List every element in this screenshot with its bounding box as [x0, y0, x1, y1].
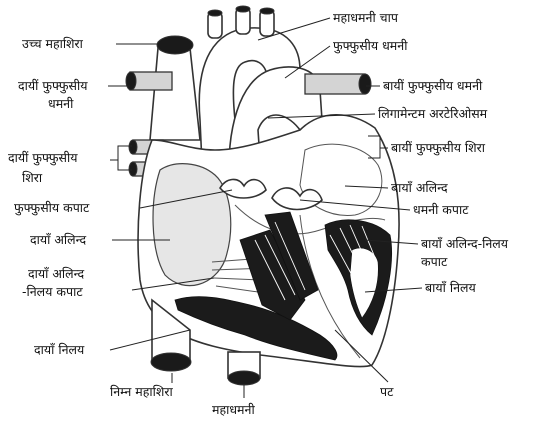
- label-right-atrium: दायाँ अलिन्द: [30, 232, 86, 247]
- label-right-pulmonary-vein-1: दायीं फुफ्फुसीय: [8, 150, 78, 166]
- left-pulmonary-artery-tube: [305, 74, 365, 94]
- label-left-pulmonary-artery: बायीं फुफ्फुसीय धमनी: [383, 78, 483, 94]
- descending-aorta-opening: [228, 371, 260, 385]
- right-pulmonary-vein-lower-opening: [129, 162, 137, 176]
- inferior-vena-cava-opening: [151, 353, 191, 371]
- label-pulmonary-valve: फुफ्फुसीय कपाट: [14, 200, 90, 216]
- label-left-av-valve-1: बायाँ अलिन्द-निलय: [421, 236, 509, 251]
- arch-branch-1-top: [208, 10, 222, 16]
- leader-right-pulmonary-vein: [110, 146, 132, 170]
- label-left-av-valve-2: कपाट: [421, 254, 448, 269]
- label-aorta: महाधमनी: [212, 402, 255, 417]
- label-aortic-arch: महाधमनी चाप: [333, 10, 399, 25]
- label-left-atrium: बायाँ अलिन्द: [391, 180, 448, 195]
- left-pulmonary-artery-opening: [359, 74, 371, 94]
- heart-illustration: [126, 6, 399, 385]
- label-superior-vena-cava: उच्च महाशिरा: [22, 36, 84, 51]
- label-left-ventricle: बायाँ निलय: [425, 280, 476, 295]
- arch-branch-3-top: [260, 8, 274, 14]
- label-right-av-valve-1: दायाँ अलिन्द: [28, 266, 84, 281]
- superior-vena-cava-opening: [157, 36, 193, 54]
- label-septum: पट: [380, 384, 394, 399]
- right-pulmonary-artery-opening: [126, 72, 136, 90]
- label-ligamentum-arteriosum: लिगामेन्टम अरटेरिओसम: [378, 106, 488, 121]
- label-right-pulmonary-artery-2: धमनी: [48, 96, 74, 111]
- right-atrium-chamber: [153, 164, 231, 286]
- label-right-pulmonary-vein-2: शिरा: [22, 170, 43, 185]
- arch-branch-2-top: [236, 6, 250, 12]
- right-pulmonary-vein-upper-opening: [129, 140, 137, 154]
- label-right-ventricle: दायाँ निलय: [34, 342, 85, 357]
- label-right-av-valve-2: -निलय कपाट: [22, 284, 83, 299]
- label-inferior-vena-cava: निम्न महाशिरा: [110, 384, 173, 399]
- label-left-pulmonary-vein: बायीं फुफ्फुसीय शिरा: [391, 140, 486, 156]
- label-aortic-valve: धमनी कपाट: [413, 202, 469, 217]
- superior-vena-cava-tube: [150, 48, 200, 140]
- label-pulmonary-artery: फुफ्फुसीय धमनी: [333, 38, 408, 54]
- label-right-pulmonary-artery-1: दायीं फुफ्फुसीय: [18, 78, 88, 94]
